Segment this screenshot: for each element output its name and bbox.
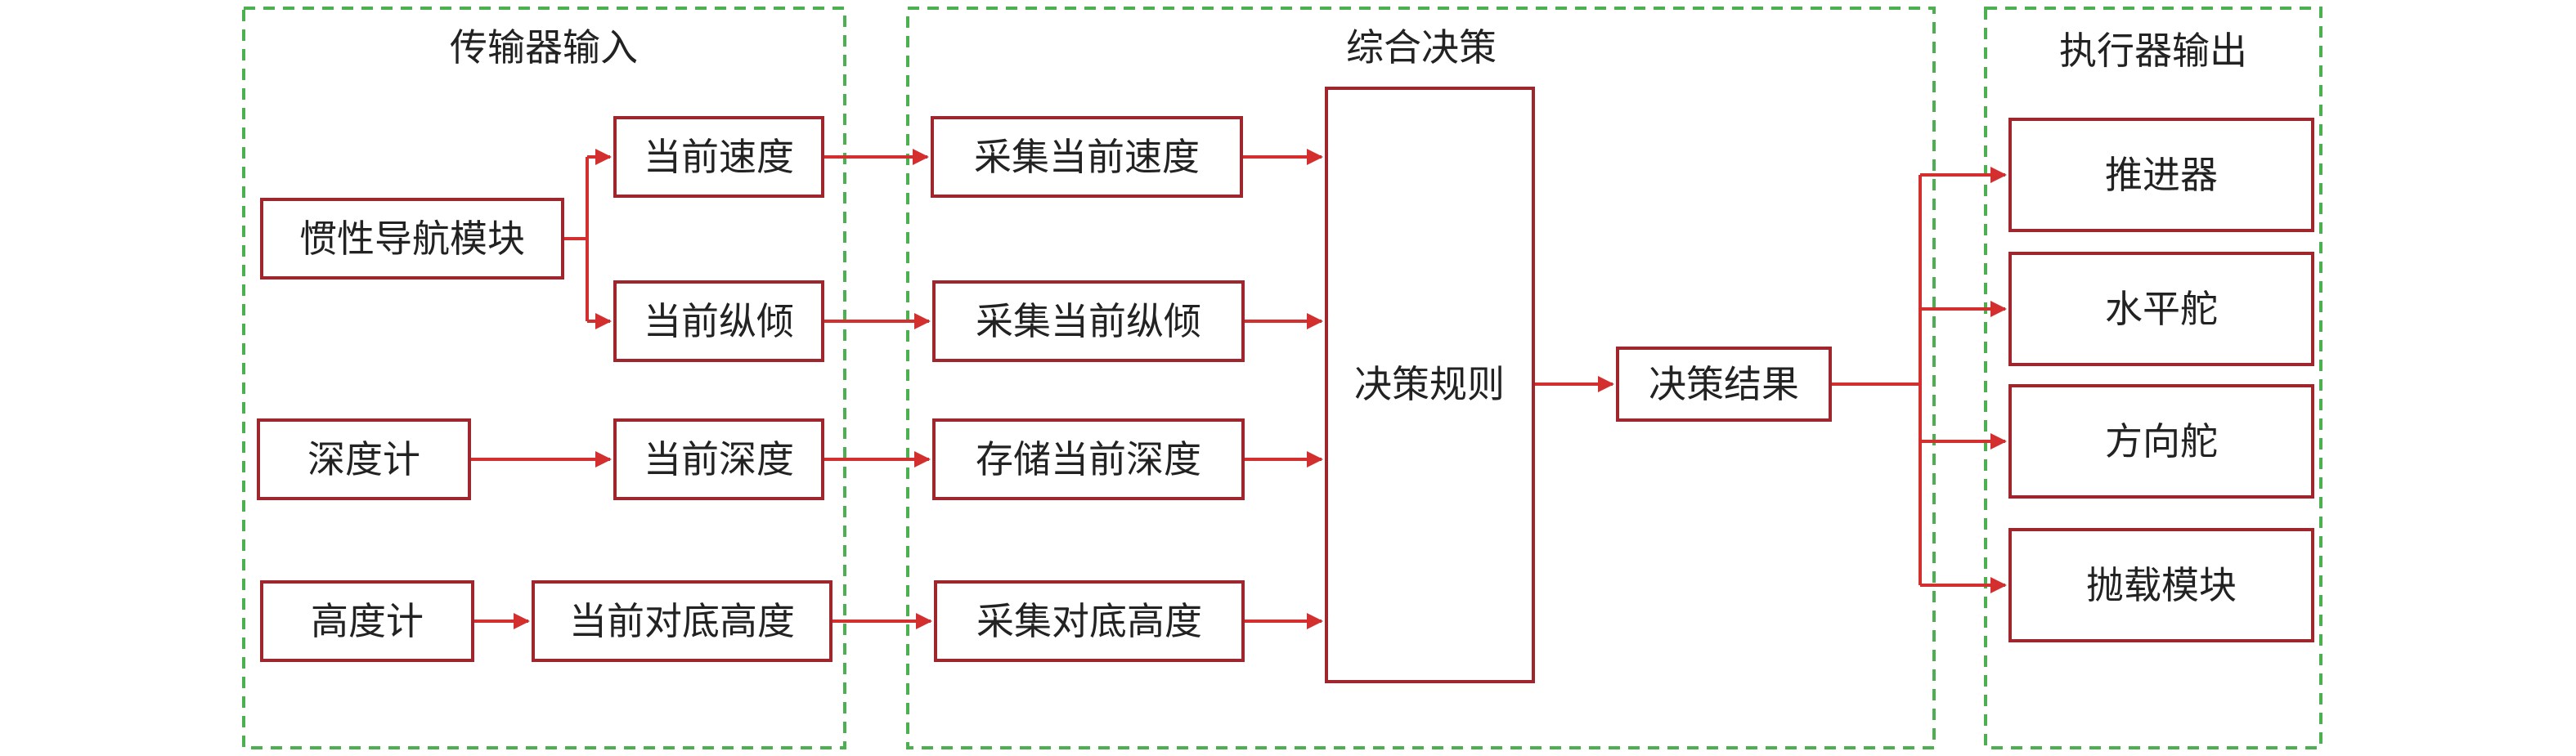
node-altimeter-label: 高度计 (311, 599, 424, 643)
node-store-depth: 存储当前深度 (932, 418, 1245, 500)
node-collect-altitude-label: 采集对底高度 (976, 599, 1202, 643)
node-current-speed-label: 当前速度 (644, 135, 794, 179)
node-decision-result-label: 决策结果 (1649, 362, 1799, 406)
node-drop-module-label: 抛载模块 (2086, 563, 2237, 607)
node-vertical-rudder-label: 方向舵 (2105, 419, 2218, 463)
node-depth-gauge: 深度计 (257, 418, 471, 500)
node-decision-rules: 决策规则 (1325, 87, 1535, 683)
connectors (469, 149, 2007, 629)
actuator-output-title: 执行器输出 (2059, 29, 2247, 73)
node-collect-pitch: 采集当前纵倾 (932, 280, 1245, 362)
node-thruster-label: 推进器 (2105, 153, 2218, 197)
node-decision-result: 决策结果 (1616, 347, 1832, 422)
node-ins-label: 惯性导航模块 (299, 217, 525, 261)
node-current-altitude-label: 当前对底高度 (569, 599, 795, 643)
actuator-output-frame (1984, 7, 2322, 749)
node-collect-speed-label: 采集当前速度 (974, 135, 1200, 179)
node-collect-speed: 采集当前速度 (931, 116, 1243, 198)
decision-frame (906, 7, 1936, 749)
node-current-speed: 当前速度 (613, 116, 824, 198)
node-ins: 惯性导航模块 (260, 198, 564, 280)
node-decision-rules-label: 决策规则 (1354, 362, 1505, 406)
sensor-input-frame (242, 7, 846, 749)
node-current-depth-label: 当前深度 (644, 437, 794, 481)
node-horizontal-rudder-label: 水平舵 (2105, 287, 2218, 331)
node-thruster: 推进器 (2008, 118, 2314, 232)
node-horizontal-rudder: 水平舵 (2008, 252, 2314, 366)
node-current-depth: 当前深度 (613, 418, 824, 500)
node-store-depth-label: 存储当前深度 (976, 437, 1201, 481)
node-drop-module: 抛载模块 (2008, 528, 2314, 642)
node-collect-altitude: 采集对底高度 (934, 580, 1245, 662)
node-altimeter: 高度计 (260, 580, 474, 662)
node-current-pitch-label: 当前纵倾 (644, 299, 794, 343)
node-collect-pitch-label: 采集当前纵倾 (976, 299, 1201, 343)
node-current-altitude: 当前对底高度 (532, 580, 832, 662)
node-vertical-rudder: 方向舵 (2008, 384, 2314, 499)
node-depth-gauge-label: 深度计 (307, 437, 420, 481)
sensor-input-title: 传输器输入 (450, 25, 638, 69)
node-current-pitch: 当前纵倾 (613, 280, 824, 362)
decision-title: 综合决策 (1346, 25, 1497, 69)
